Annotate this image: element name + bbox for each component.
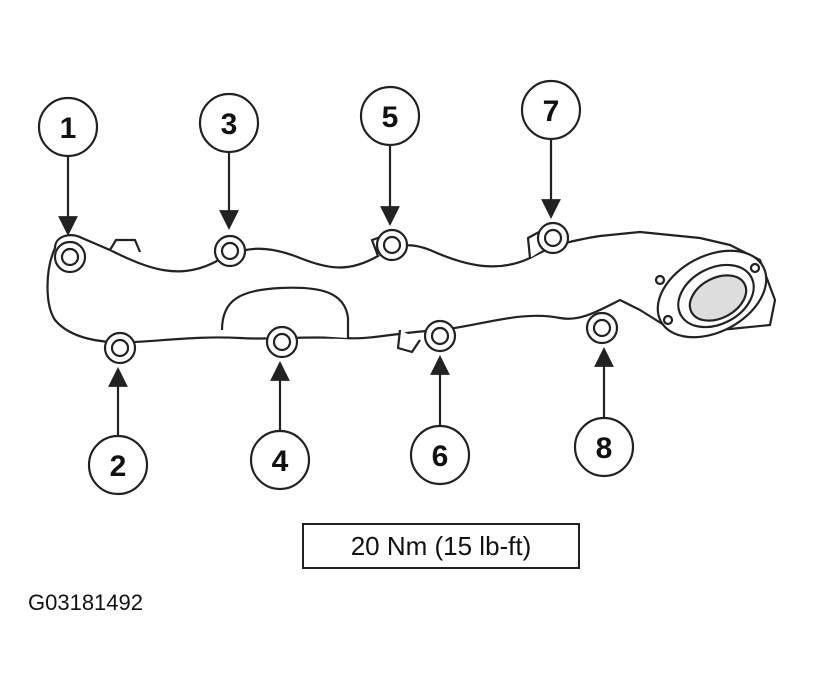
- callout-4-label: 4: [272, 445, 289, 478]
- callout-6: 6: [409, 355, 471, 486]
- callout-2: 2: [87, 367, 149, 496]
- bolt-3: [213, 234, 247, 268]
- callout-1: 1: [37, 96, 99, 236]
- callout-7: 7: [520, 79, 582, 219]
- callout-3-label: 3: [221, 108, 238, 141]
- callout-8-label: 8: [596, 432, 613, 465]
- manifold-body: [46, 224, 777, 354]
- bolt-2: [103, 331, 137, 365]
- callout-3: 3: [198, 92, 260, 230]
- callout-1-label: 1: [60, 112, 77, 145]
- figure-id: G03181492: [28, 590, 143, 615]
- bolt-8: [585, 311, 619, 345]
- bolt-bosses: [53, 221, 619, 365]
- torque-spec-box: 20 Nm (15 lb-ft): [302, 523, 580, 569]
- bolt-5: [375, 228, 409, 262]
- callout-5: 5: [359, 85, 421, 226]
- callout-6-label: 6: [432, 440, 449, 473]
- callout-2-label: 2: [110, 450, 127, 483]
- bolt-4: [265, 325, 299, 359]
- bolt-1: [53, 240, 87, 274]
- torque-spec-label: 20 Nm (15 lb-ft): [350, 530, 532, 561]
- bolt-6: [423, 319, 457, 353]
- callout-8: 8: [573, 347, 635, 478]
- callout-7-label: 7: [543, 95, 560, 128]
- bolt-7: [536, 221, 570, 255]
- callout-5-label: 5: [382, 101, 399, 134]
- callouts: 1 3 5 7 2 4 6: [37, 79, 635, 496]
- callout-4: 4: [249, 361, 311, 491]
